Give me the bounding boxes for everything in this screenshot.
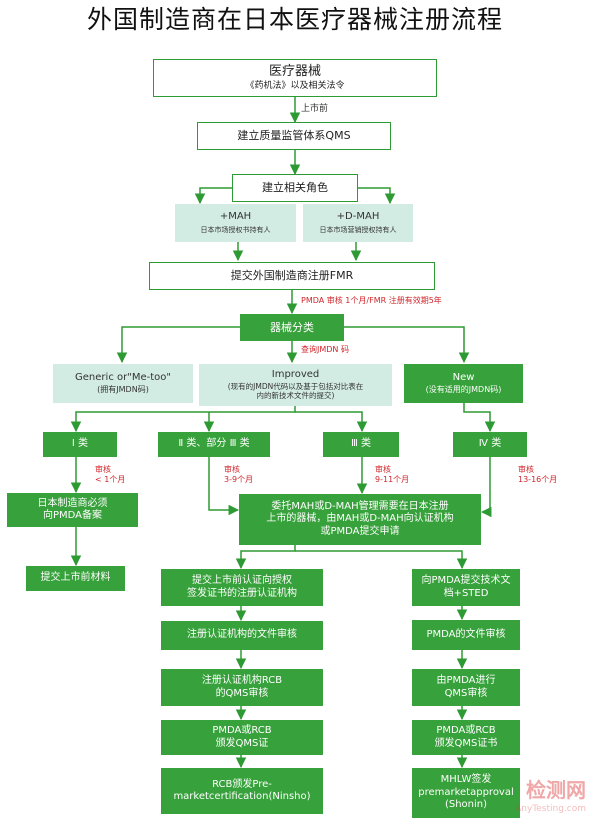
class-2-box: Ⅱ 类、部分 Ⅲ 类: [158, 432, 270, 457]
premarket-label: 上市前: [301, 104, 329, 114]
premarket-docs-box: 提交上市前材料: [26, 566, 125, 591]
improved-desc-1: (现有的JMDN代码以及基于包括对比表在: [227, 381, 364, 391]
class-2-review-note: 审核 3-9个月: [224, 465, 253, 485]
generic-title: Generic or"Me-too": [75, 372, 171, 384]
class-2-review-label: 审核: [224, 465, 240, 474]
left-step-5-box: RCB颁发Pre- marketcertification(Ninsho): [161, 768, 323, 814]
entrust-line-1: 委托MAH或D-MAH管理需要在日本注册: [271, 500, 449, 512]
pmda-notification-line-2: 向PMDA备案: [42, 510, 103, 521]
mah-desc: 日本市场授权书持有人: [200, 225, 271, 234]
right-step-1-line-2: 档+STED: [443, 587, 489, 599]
class-3-review-note: 审核 9-11个月: [375, 465, 409, 485]
class-1-review-label: 审核: [95, 465, 111, 474]
class-1-review-note: 审核 < 1个月: [95, 465, 125, 485]
entrust-mah-box: 委托MAH或D-MAH管理需要在日本注册 上市的器械，由MAH或D-MAH向认证…: [239, 494, 481, 545]
left-step-5-line-2: marketcertification(Ninsho): [173, 791, 311, 802]
fmr-box: 提交外国制造商注册FMR: [149, 262, 435, 290]
right-step-1-line-1: 向PMDA提交技术文: [421, 575, 511, 586]
improved-title: Improved: [271, 369, 320, 381]
device-classification-box: 器械分类: [240, 314, 344, 341]
jmdn-check-note: 查询JMDN 码: [301, 345, 349, 354]
qms-box: 建立质量监管体系QMS: [197, 122, 391, 150]
class-4-review-label: 审核: [518, 465, 534, 474]
right-step-5-box: MHLW签发 premarketapproval (Shonin): [412, 768, 520, 818]
generic-category-box: Generic or"Me-too" (拥有JMDN码): [53, 364, 193, 403]
right-step-4-box: PMDA或RCB 颁发QMS证书: [412, 720, 520, 755]
right-step-2-box: PMDA的文件审核: [412, 620, 520, 650]
pmda-notification-line-1: 日本制造商必须: [37, 497, 108, 509]
right-step-3-box: 由PMDA进行 QMS审核: [412, 669, 520, 706]
medical-device-title: 医疗器械: [268, 64, 321, 80]
dmah-box: +D-MAH 日本市场营销授权持有人: [303, 204, 413, 242]
new-title: New: [452, 372, 475, 384]
watermark-url: AnyTesting.com: [515, 804, 586, 814]
watermark-logo: 检测网: [526, 778, 586, 802]
improved-desc-2: 内的新技术文件的提交): [256, 391, 335, 401]
right-step-4-line-1: PMDA或RCB: [436, 725, 496, 736]
left-step-1-line-2: 签发证书的注册认证机构: [187, 587, 297, 599]
left-step-4-box: PMDA或RCB 颁发QMS证: [161, 720, 323, 755]
left-step-4-line-1: PMDA或RCB: [212, 725, 272, 736]
page-title: 外国制造商在日本医疗器械注册流程: [86, 5, 503, 34]
pmda-notification-box: 日本制造商必须 向PMDA备案: [7, 493, 138, 527]
right-step-3-line-1: 由PMDA进行: [436, 675, 496, 686]
class-1-review-duration: < 1个月: [95, 475, 126, 484]
roles-box: 建立相关角色: [232, 174, 358, 202]
medical-device-box: 医疗器械 《药机法》以及相关法令: [153, 59, 437, 97]
left-step-1-line-1: 提交上市前认证向授权: [192, 575, 292, 586]
left-step-5-line-1: RCB颁发Pre-: [212, 778, 272, 790]
right-step-1-box: 向PMDA提交技术文 档+STED: [412, 569, 520, 606]
class-1-box: Ⅰ 类: [43, 432, 117, 457]
dmah-title: +D-MAH: [336, 211, 380, 223]
class-4-review-duration: 13-16个月: [518, 475, 558, 484]
mah-title: +MAH: [219, 211, 252, 223]
right-step-2-line-1: PMDA的文件审核: [426, 628, 506, 640]
new-category-box: New (没有适用的JMDN码): [404, 364, 523, 403]
class-4-box: Ⅳ 类: [453, 432, 527, 457]
left-step-3-line-1: 注册认证机构RCB: [201, 675, 283, 686]
pmda-review-note: PMDA 审核 1个月/FMR 注册有效期5年: [301, 296, 442, 305]
class-3-review-label: 审核: [375, 465, 391, 474]
entrust-line-3: 或PMDA提交申请: [320, 525, 400, 537]
medical-device-law: 《药机法》以及相关法令: [245, 80, 345, 91]
class-4-review-note: 审核 13-16个月: [518, 465, 557, 485]
left-step-1-box: 提交上市前认证向授权 签发证书的注册认证机构: [161, 569, 323, 606]
generic-desc: (拥有JMDN码): [97, 384, 149, 394]
right-step-5-line-2: premarketapproval: [418, 786, 514, 798]
left-step-3-line-2: 的QMS审核: [215, 687, 269, 699]
left-step-3-box: 注册认证机构RCB 的QMS审核: [161, 669, 323, 706]
new-desc: (没有适用的JMDN码): [425, 384, 502, 394]
dmah-desc: 日本市场营销授权持有人: [319, 225, 397, 234]
right-step-4-line-2: 颁发QMS证书: [434, 737, 498, 749]
class-3-review-duration: 9-11个月: [375, 475, 410, 484]
class-3-box: Ⅲ 类: [323, 432, 399, 457]
left-step-4-line-2: 颁发QMS证: [215, 737, 269, 749]
left-step-2-line-1: 注册认证机构的文件审核: [187, 629, 297, 641]
left-step-2-box: 注册认证机构的文件审核: [161, 621, 323, 650]
right-step-5-line-1: MHLW签发: [440, 774, 492, 786]
entrust-line-2: 上市的器械，由MAH或D-MAH向认证机构: [266, 513, 454, 525]
right-step-5-line-3: (Shonin): [444, 799, 488, 811]
improved-category-box: Improved (现有的JMDN代码以及基于包括对比表在 内的新技术文件的提交…: [199, 364, 392, 406]
mah-box: +MAH 日本市场授权书持有人: [175, 204, 296, 242]
right-step-3-line-2: QMS审核: [444, 687, 488, 699]
class-2-review-duration: 3-9个月: [224, 475, 254, 484]
